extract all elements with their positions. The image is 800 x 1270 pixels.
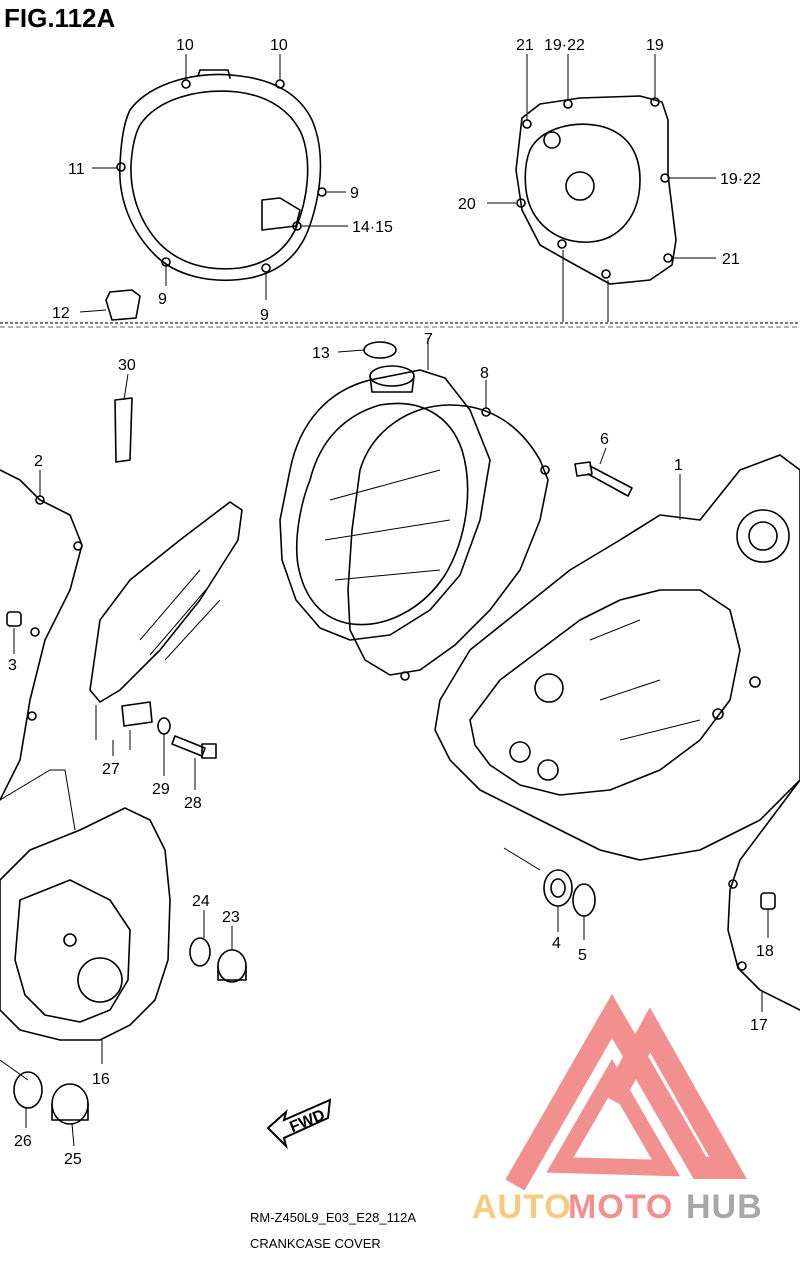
bolt-6 — [574, 461, 633, 497]
clutch-cover-outer — [116, 69, 327, 281]
guide-30 — [114, 397, 133, 463]
callout-label: 10 — [270, 37, 288, 54]
o-ring-26 — [13, 1071, 43, 1109]
callout-label: 8 — [480, 365, 489, 382]
dowel-18 — [760, 892, 776, 910]
callout-label: 11 — [68, 161, 85, 178]
callout-label: 9 — [158, 291, 167, 308]
watermark-triangle-icon — [505, 993, 747, 1191]
callout-label: 4 — [552, 935, 561, 952]
callout-label: 9 — [260, 307, 269, 324]
callout-label: 24 — [192, 893, 210, 910]
oil-seal-4 — [543, 869, 573, 907]
callout-label: 19 — [646, 37, 664, 54]
leader-lines — [0, 54, 769, 1147]
cap-23 — [217, 949, 247, 983]
callout-label: 2 — [34, 453, 43, 470]
watermark-logo: AUTO MOTO HUB — [472, 993, 763, 1226]
callout-label: 19·22 — [544, 37, 585, 54]
callout-label: 21 — [516, 37, 534, 54]
watermark-auto: AUTO — [472, 1188, 572, 1226]
washer-29 — [157, 717, 171, 735]
callout-label: 1 — [674, 457, 683, 474]
clutch-cover-7 — [279, 365, 491, 641]
figure-title: FIG.112A — [4, 3, 115, 33]
cap-25 — [51, 1083, 89, 1125]
watermark-moto: MOTO — [568, 1188, 673, 1226]
crankcase-1 — [434, 454, 800, 861]
gasket-17 — [727, 779, 800, 1011]
watermark-inner-triangle-icon — [546, 1059, 681, 1177]
gasket-2 — [0, 469, 83, 801]
plug-12 — [105, 289, 141, 321]
callout-label: 9 — [350, 185, 359, 202]
watermark-hub: HUB — [686, 1188, 763, 1226]
callout-label: 21 — [722, 251, 740, 268]
callout-label: 23 — [222, 909, 240, 926]
callout-label: 20 — [458, 196, 476, 213]
callout-label: 28 — [184, 795, 202, 812]
dowel-3 — [6, 611, 22, 627]
bolt-28 — [171, 735, 217, 759]
callout-label: 30 — [118, 357, 136, 374]
spacer-27b — [121, 701, 153, 727]
callout-label: 27 — [102, 761, 120, 778]
callout-label: 29 — [152, 781, 170, 798]
callout-labels: 10 10 11 9 14·15 9 9 12 21 19·22 19 19·2… — [8, 37, 774, 1168]
o-ring-13 — [363, 341, 397, 359]
callout-label: 18 — [756, 943, 774, 960]
callout-label: 26 — [14, 1133, 32, 1150]
magneto-cover-16 — [0, 769, 171, 1041]
callout-label: 5 — [578, 947, 587, 964]
gasket-8 — [347, 404, 550, 681]
callout-label: 3 — [8, 657, 17, 674]
callout-label: 10 — [176, 37, 194, 54]
chain-guide-27 — [89, 501, 243, 750]
callout-label: 6 — [600, 431, 609, 448]
callout-label: 7 — [424, 331, 433, 348]
circlip-5 — [572, 883, 596, 917]
fwd-arrow-icon: FWD — [266, 1098, 332, 1150]
model-code: RM-Z450L9_E03_E28_112A — [250, 1210, 416, 1225]
callout-label: 16 — [92, 1071, 110, 1088]
callout-label: 12 — [52, 305, 70, 322]
section-separator — [0, 322, 800, 328]
figure-caption: CRANKCASE COVER — [250, 1236, 381, 1251]
callout-label: 25 — [64, 1151, 82, 1168]
o-ring-24 — [189, 937, 211, 967]
callout-label: 13 — [312, 345, 330, 362]
callout-label: 19·22 — [720, 171, 761, 188]
callout-label: 14·15 — [352, 219, 393, 236]
magneto-cover-outer — [515, 95, 677, 322]
callout-label: 17 — [750, 1017, 768, 1034]
